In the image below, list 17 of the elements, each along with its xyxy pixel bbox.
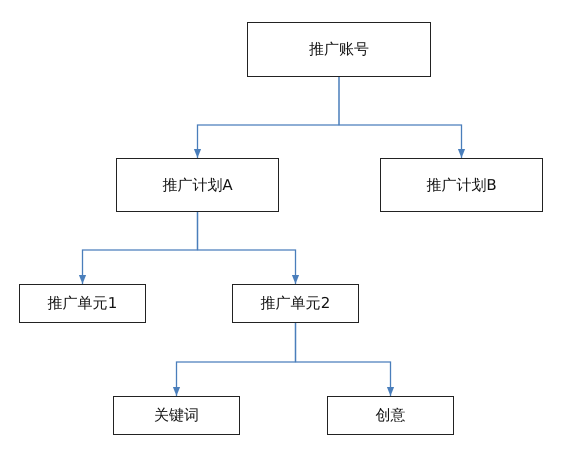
- box: [247, 22, 431, 77]
- node-label: 推广计划B: [426, 176, 497, 194]
- arrow: [294, 323, 394, 396]
- box: [327, 396, 454, 435]
- node-label: 推广账号: [309, 40, 369, 59]
- arrow: [338, 77, 466, 158]
- box: [19, 284, 146, 323]
- node-label: 推广单元1: [48, 294, 118, 313]
- box: [116, 158, 279, 212]
- node-label: 创意: [376, 406, 406, 425]
- node-label: 推广计划A: [162, 176, 233, 194]
- box: [380, 158, 543, 212]
- box: [113, 396, 240, 435]
- node-label: 推广单元2: [260, 294, 330, 313]
- arrow: [196, 212, 300, 284]
- box: [232, 284, 359, 323]
- node-label: 关键词: [154, 406, 199, 425]
